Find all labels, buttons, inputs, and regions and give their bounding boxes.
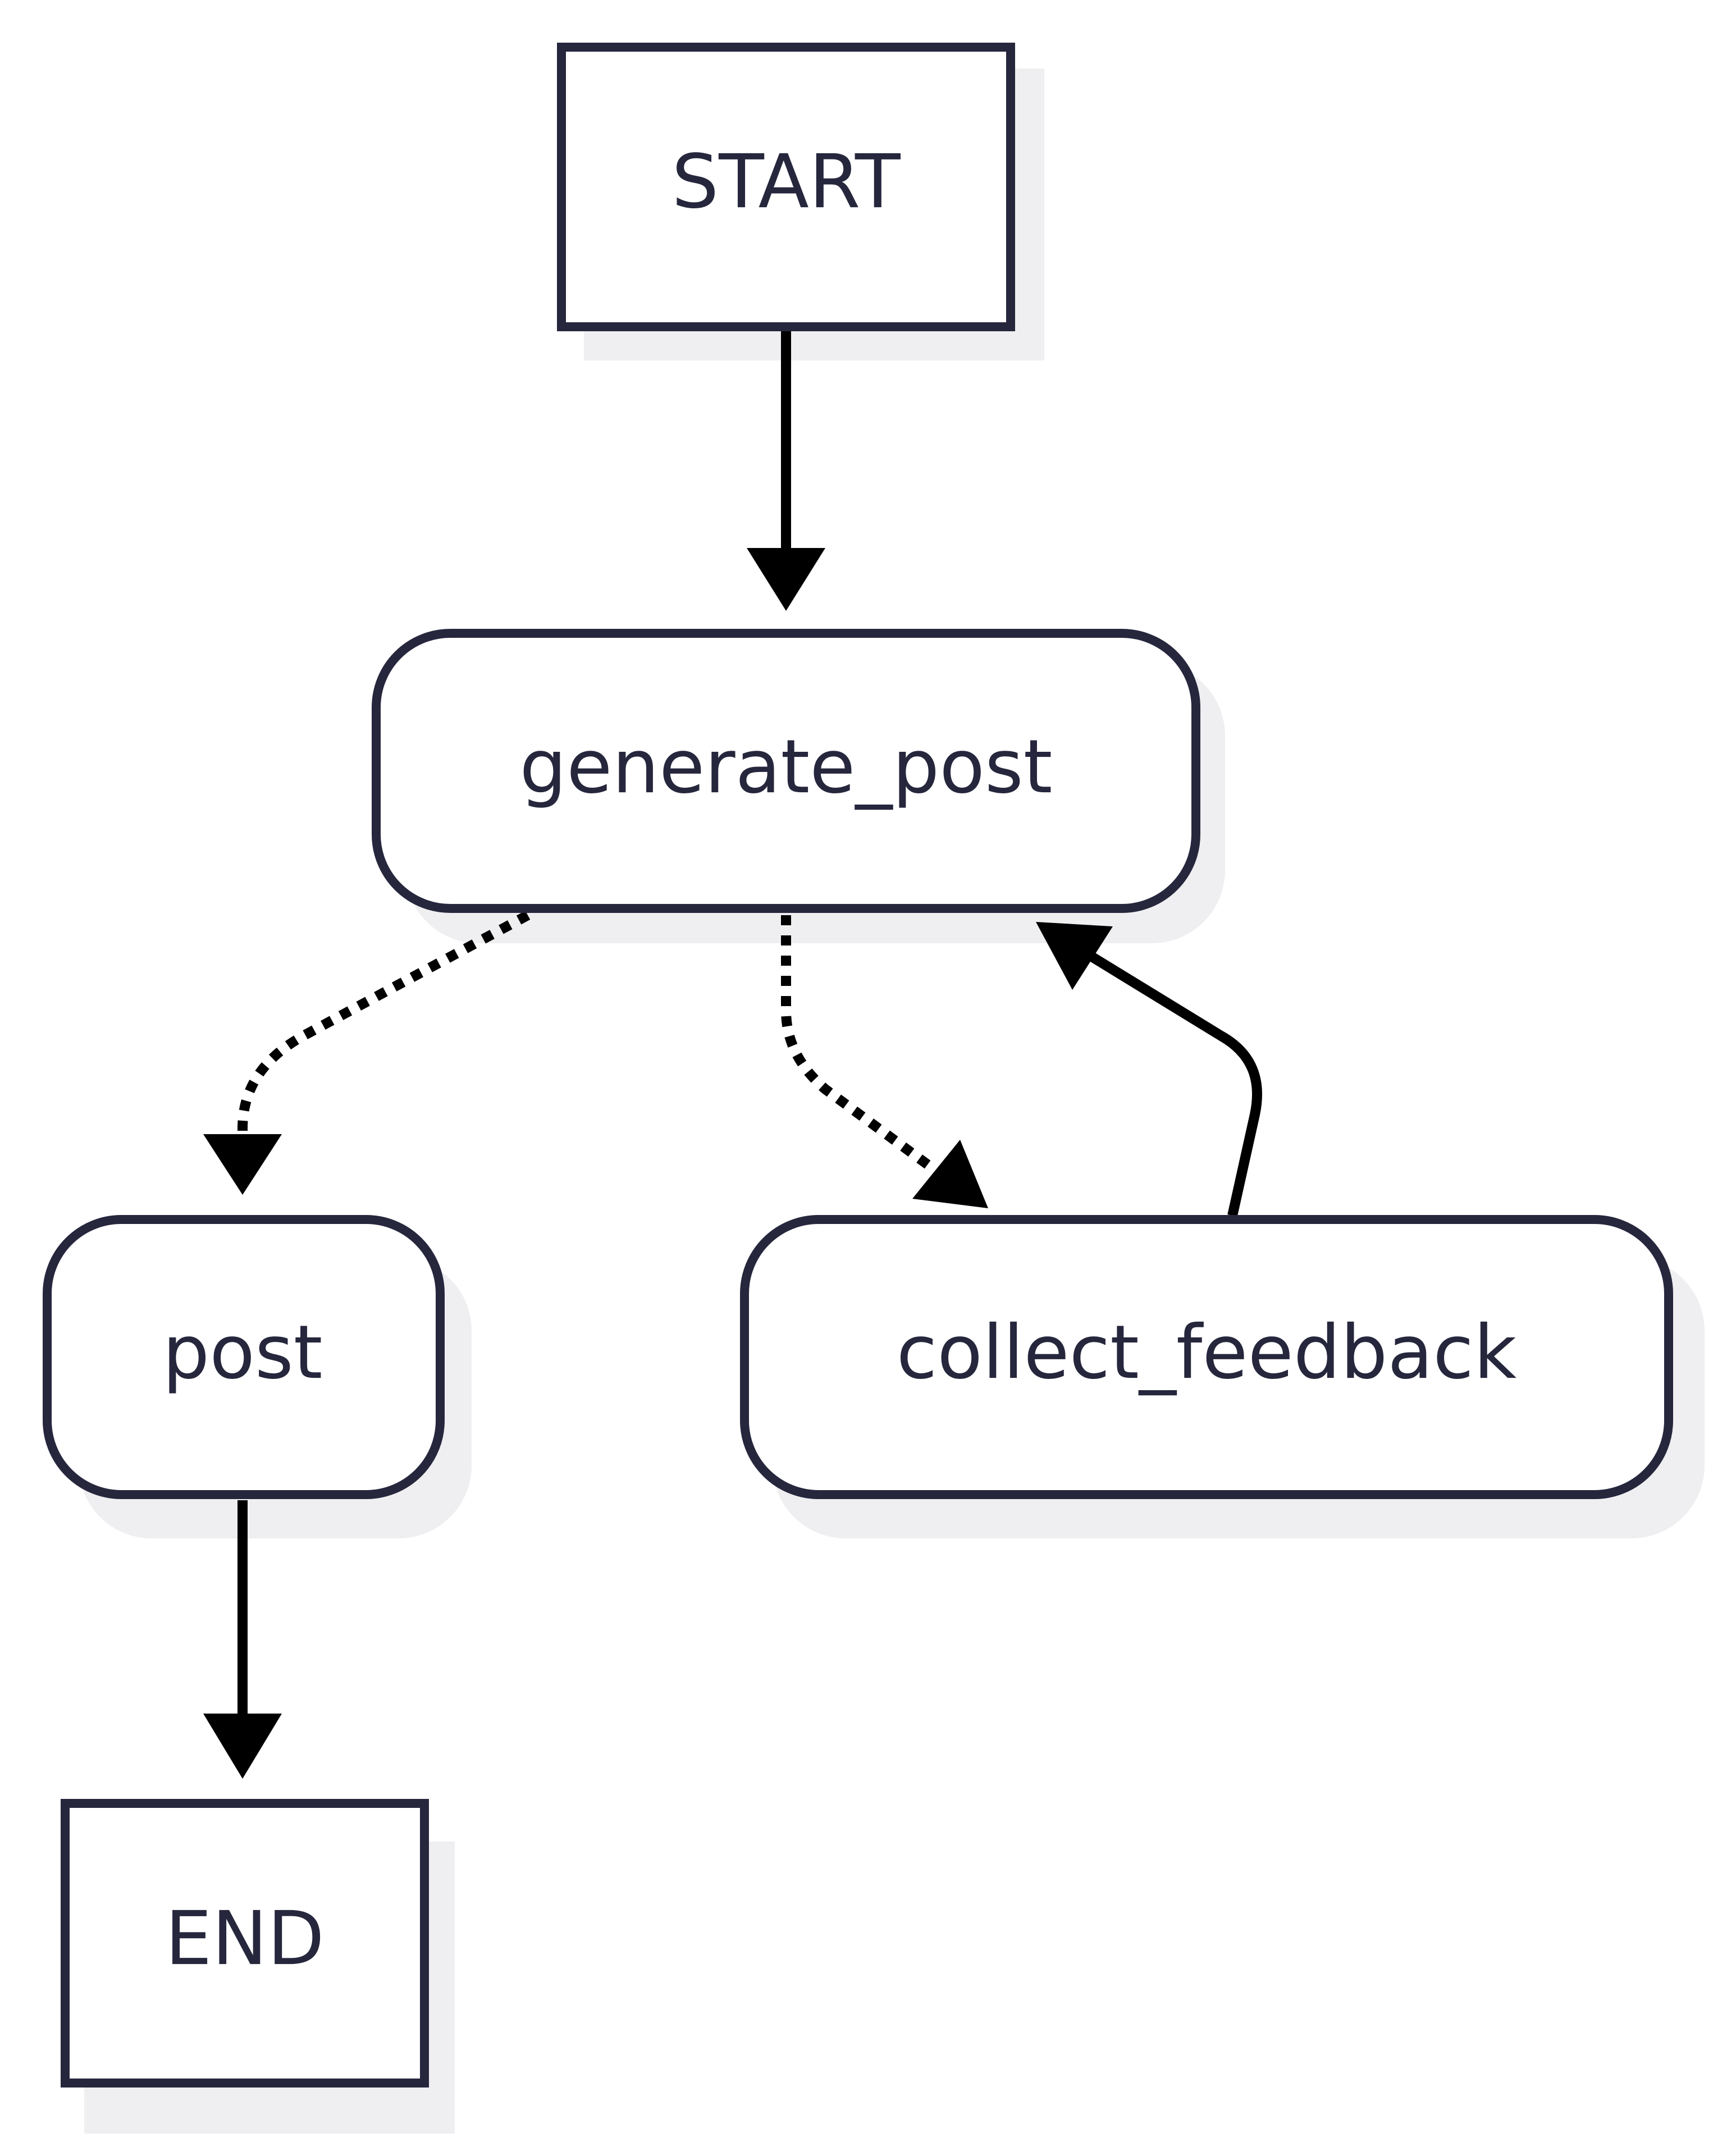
arrowhead (203, 1134, 282, 1195)
edge-line (1084, 949, 1262, 1217)
generate-post-node[interactable]: generate_post (372, 629, 1200, 913)
post-node[interactable]: post (43, 1215, 445, 1499)
edge-generate-post-to-collect-feedback (781, 915, 988, 1208)
start-node[interactable]: START (557, 43, 1015, 331)
start-node-box (557, 43, 1015, 331)
post-node-label: post (162, 1309, 322, 1396)
edge-collect-feedback-to-generate-post (1036, 922, 1262, 1217)
post-node-box (43, 1215, 445, 1499)
arrowhead (203, 1714, 282, 1779)
collect-feedback-node-label: collect_feedback (897, 1309, 1517, 1396)
generate-post-node-box (372, 629, 1200, 913)
edge-post-to-end (203, 1500, 282, 1779)
arrowhead (747, 548, 825, 611)
end-node[interactable]: END (61, 1799, 429, 2088)
edge-generate-post-to-post (203, 911, 531, 1195)
collect-feedback-node-box (740, 1215, 1673, 1499)
generate-post-node-label: generate_post (519, 724, 1052, 810)
edge-line (237, 911, 531, 1140)
edge-start-to-generate-post (747, 327, 825, 611)
arrowhead (1036, 922, 1113, 990)
start-node-label: START (671, 139, 901, 225)
end-node-box (61, 1799, 429, 2088)
arrowhead (912, 1140, 988, 1208)
edge-line (781, 915, 935, 1172)
collect-feedback-node[interactable]: collect_feedback (740, 1215, 1673, 1499)
end-node-label: END (165, 1895, 325, 1982)
